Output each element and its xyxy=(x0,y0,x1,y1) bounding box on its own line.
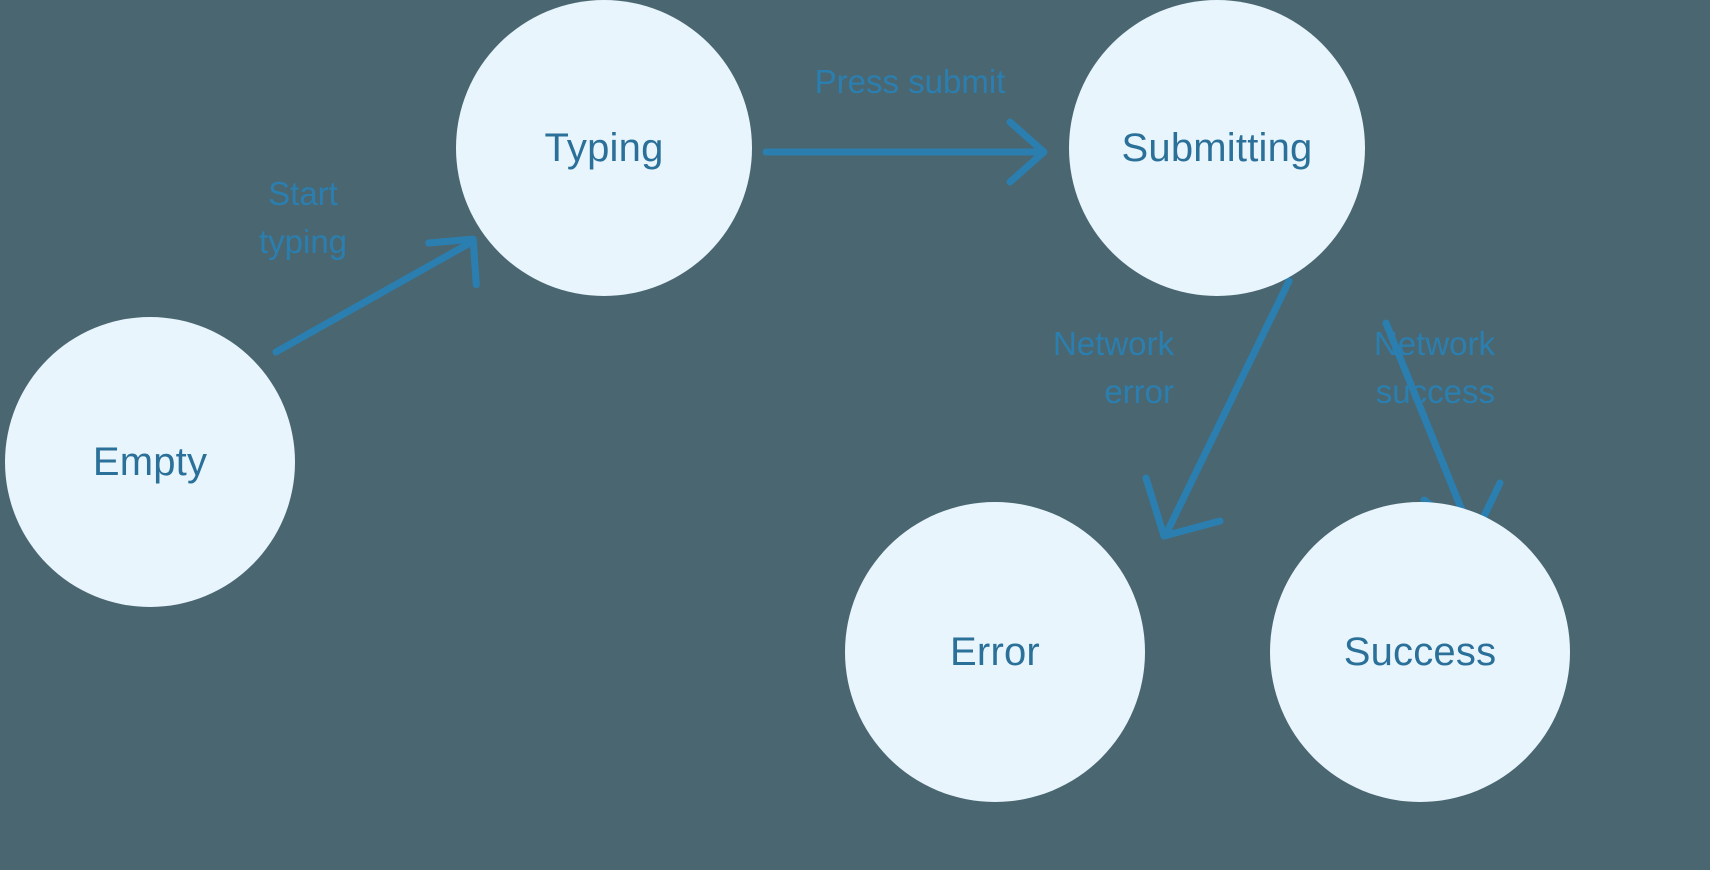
state-node-empty[interactable]: Empty xyxy=(5,317,295,607)
state-node-typing-label: Typing xyxy=(544,126,664,170)
edge-empty-to-typing xyxy=(272,235,480,356)
state-node-success-label: Success xyxy=(1343,630,1497,674)
edge-typing-to-submitting xyxy=(762,118,1048,186)
state-node-empty-label: Empty xyxy=(92,440,208,484)
state-node-success[interactable]: Success xyxy=(1270,502,1570,802)
state-node-submitting-label: Submitting xyxy=(1121,126,1313,170)
edge-submitting-to-error xyxy=(1142,277,1293,540)
state-node-error[interactable]: Error xyxy=(845,502,1145,802)
state-node-submitting[interactable]: Submitting xyxy=(1069,0,1365,296)
state-node-typing[interactable]: Typing xyxy=(456,0,752,296)
state-node-error-label: Error xyxy=(950,630,1040,674)
